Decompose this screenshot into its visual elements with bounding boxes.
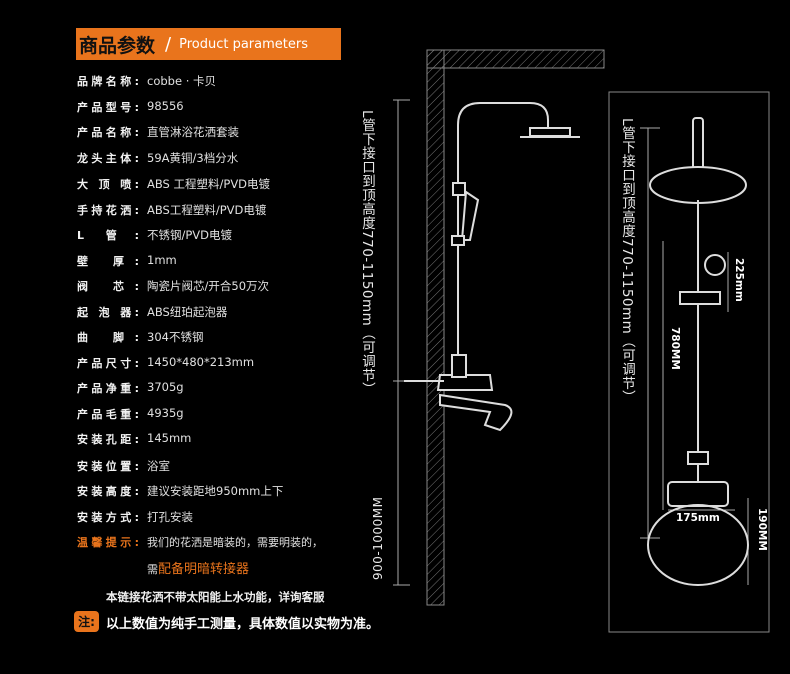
param-label: 安装高度:: [77, 485, 139, 498]
param-label: L 管:: [77, 229, 139, 242]
solar-notice: 本链接花洒不带太阳能上水功能，详询客服: [106, 590, 325, 604]
param-row: 产品尺寸: 1450*480*213mm: [77, 355, 377, 375]
header-title-zh: 商品参数: [79, 34, 156, 57]
dim-780: 780MM: [669, 327, 681, 370]
param-label: 曲 脚:: [77, 331, 139, 344]
param-value: 打孔安装: [147, 510, 193, 524]
param-label: 安装位置:: [77, 460, 139, 473]
param-row: 品牌名称: cobbe · 卡贝: [77, 73, 377, 93]
param-label: 品牌名称:: [77, 75, 139, 88]
param-label: 起 泡 器:: [77, 306, 139, 319]
param-label: 阀 芯:: [77, 280, 139, 293]
warning-line1: 我们的花洒是暗装的，需要明装的，: [147, 536, 323, 549]
param-value: 浴室: [147, 459, 170, 473]
param-row: 安装孔距: 145mm: [77, 431, 377, 451]
param-label: 安装方式:: [77, 511, 139, 524]
note-text: 以上数值为纯手工测量，具体数值以实物为准。: [106, 617, 380, 632]
section-header: 商品参数 / Product parameters: [76, 28, 341, 60]
right-height-label: L管下接口到顶高度770-1150mm（可调节）: [619, 118, 635, 405]
right-frame: [608, 91, 770, 633]
param-label: 大 顶 喷:: [77, 178, 139, 191]
param-row: 壁 厚: 1mm: [77, 253, 377, 273]
param-label: 龙头主体:: [77, 152, 139, 165]
param-value: 145mm: [147, 431, 192, 445]
param-value: 1450*480*213mm: [147, 355, 255, 369]
param-value: 3705g: [147, 380, 184, 394]
param-value: 1mm: [147, 253, 177, 267]
warning-row: 温馨提示: 我们的花洒是暗装的，需要明装的，: [77, 534, 377, 554]
param-label: 产品名称:: [77, 126, 139, 139]
param-label: 产品净重:: [77, 382, 139, 395]
dim-190: 190MM: [756, 508, 768, 551]
warning-line2-prefix: 需: [147, 563, 158, 576]
dim-225: 225mm: [733, 258, 745, 302]
header-separator: /: [165, 33, 172, 55]
param-value: 304不锈钢: [147, 330, 204, 344]
warning-label: 温馨提示:: [77, 536, 139, 549]
warning-row-2: 需配备明暗转接器: [77, 558, 377, 578]
param-value: 建议安装距地950mm上下: [147, 484, 284, 498]
param-value: 98556: [147, 99, 184, 113]
param-value: ABS纽珀起泡器: [147, 305, 228, 319]
param-label: 产品毛重:: [77, 408, 139, 421]
param-value: ABS 工程塑料/PVD电镀: [147, 177, 271, 191]
param-row: 龙头主体: 59A黄铜/3档分水: [77, 150, 377, 170]
param-row: 安装高度: 建议安装距地950mm上下: [77, 483, 377, 503]
param-row: 手持花洒: ABS工程塑料/PVD电镀: [77, 202, 377, 222]
param-row: 安装位置: 浴室: [77, 458, 377, 478]
left-bottom-dimension: 900-1000MM: [371, 496, 385, 580]
param-value: 直管淋浴花洒套装: [147, 125, 239, 139]
right-shower-outline: [647, 117, 749, 586]
param-row: 安装方式: 打孔安装: [77, 509, 377, 529]
param-value: 4935g: [147, 406, 184, 420]
param-row: 产品型号: 98556: [77, 99, 377, 119]
param-row: 产品名称: 直管淋浴花洒套装: [77, 124, 377, 144]
param-label: 壁 厚:: [77, 255, 139, 268]
param-label: 产品尺寸:: [77, 357, 139, 370]
left-shower-outline: [404, 102, 580, 432]
param-row: 曲 脚: 304不锈钢: [77, 329, 377, 349]
note-badge: 注:: [74, 611, 99, 632]
param-row: 起 泡 器: ABS纽珀起泡器: [77, 304, 377, 324]
param-label: 安装孔距:: [77, 433, 139, 446]
left-wall: [426, 49, 605, 606]
left-height-label: L管下接口到顶高度770-1150mm（可调节）: [359, 110, 375, 397]
header-title-en: Product parameters: [179, 36, 308, 52]
param-row: 产品毛重: 4935g: [77, 406, 377, 426]
param-value: 不锈钢/PVD电镀: [147, 228, 233, 242]
param-label: 手持花洒:: [77, 204, 139, 217]
dim-175: 175mm: [676, 512, 720, 524]
left-dimension-line: [393, 99, 430, 586]
param-value: cobbe · 卡贝: [147, 74, 216, 88]
param-value: ABS工程塑料/PVD电镀: [147, 203, 267, 217]
param-row: L 管: 不锈钢/PVD电镀: [77, 227, 377, 247]
param-row: 产品净重: 3705g: [77, 380, 377, 400]
param-row: 阀 芯: 陶瓷片阀芯/开合50万次: [77, 278, 377, 298]
param-value: 59A黄铜/3档分水: [147, 151, 239, 165]
param-label: 产品型号:: [77, 101, 139, 114]
param-value: 陶瓷片阀芯/开合50万次: [147, 279, 270, 293]
adapter-highlight: 配备明暗转接器: [158, 562, 250, 577]
param-row: 大 顶 喷: ABS 工程塑料/PVD电镀: [77, 176, 377, 196]
